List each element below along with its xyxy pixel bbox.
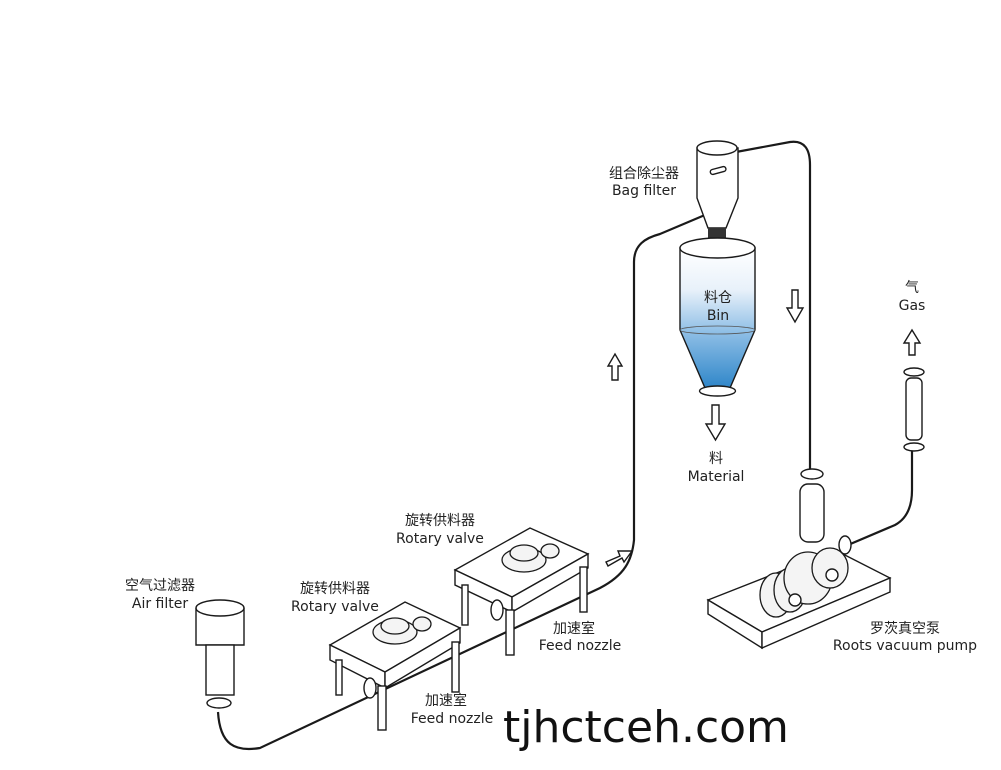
bin	[679, 237, 756, 397]
feed-nozzle-1-label-en: Feed nozzle	[411, 711, 494, 727]
gas-label-en: Gas	[899, 298, 926, 314]
pump-label-en: Roots vacuum pump	[833, 638, 977, 654]
rotary-valve-1-label-cn: 旋转供料器	[300, 581, 370, 597]
pump-label-cn: 罗茨真空泵	[870, 621, 940, 637]
feed-nozzle-2-label-en: Feed nozzle	[539, 638, 622, 654]
air-filter-label-en: Air filter	[132, 596, 188, 612]
watermark: tjhctceh.com	[503, 702, 789, 753]
flow-right-arrow	[605, 550, 634, 567]
rotary-valve-2-label-cn: 旋转供料器	[405, 513, 475, 529]
bag-filter-label-en: Bag filter	[612, 183, 676, 199]
rotary-valve-table-2	[453, 527, 590, 656]
rotary-valve-2-label-en: Rotary valve	[396, 531, 484, 547]
vacuum-pipe	[735, 140, 812, 472]
air-filter-label-cn: 空气过滤器	[125, 578, 195, 594]
flow-up-arrow	[606, 352, 624, 381]
material-label-en: Material	[688, 469, 745, 485]
exhaust-pipe	[847, 450, 914, 547]
air-filter	[195, 599, 245, 709]
bin-label-en: Bin	[707, 308, 729, 324]
conveying-pipe	[216, 210, 713, 751]
roots-vacuum-pump	[706, 468, 892, 650]
bin-label-cn: 料仓	[704, 290, 732, 306]
material-label-cn: 料	[709, 451, 723, 467]
bag-filter	[696, 140, 739, 240]
rotary-valve-1-label-en: Rotary valve	[291, 599, 379, 615]
rotary-valve-table-1	[328, 601, 462, 731]
material-down-arrow	[704, 404, 727, 442]
feed-nozzle-1-label-cn: 加速室	[425, 692, 467, 709]
bag-filter-label-cn: 组合除尘器	[609, 166, 679, 182]
gas-label-cn: 气	[905, 280, 919, 296]
feed-nozzle-2-label-cn: 加速室	[553, 620, 595, 637]
flow-down-arrow	[785, 289, 805, 324]
silencer	[903, 367, 925, 452]
gas-up-arrow	[902, 328, 922, 356]
